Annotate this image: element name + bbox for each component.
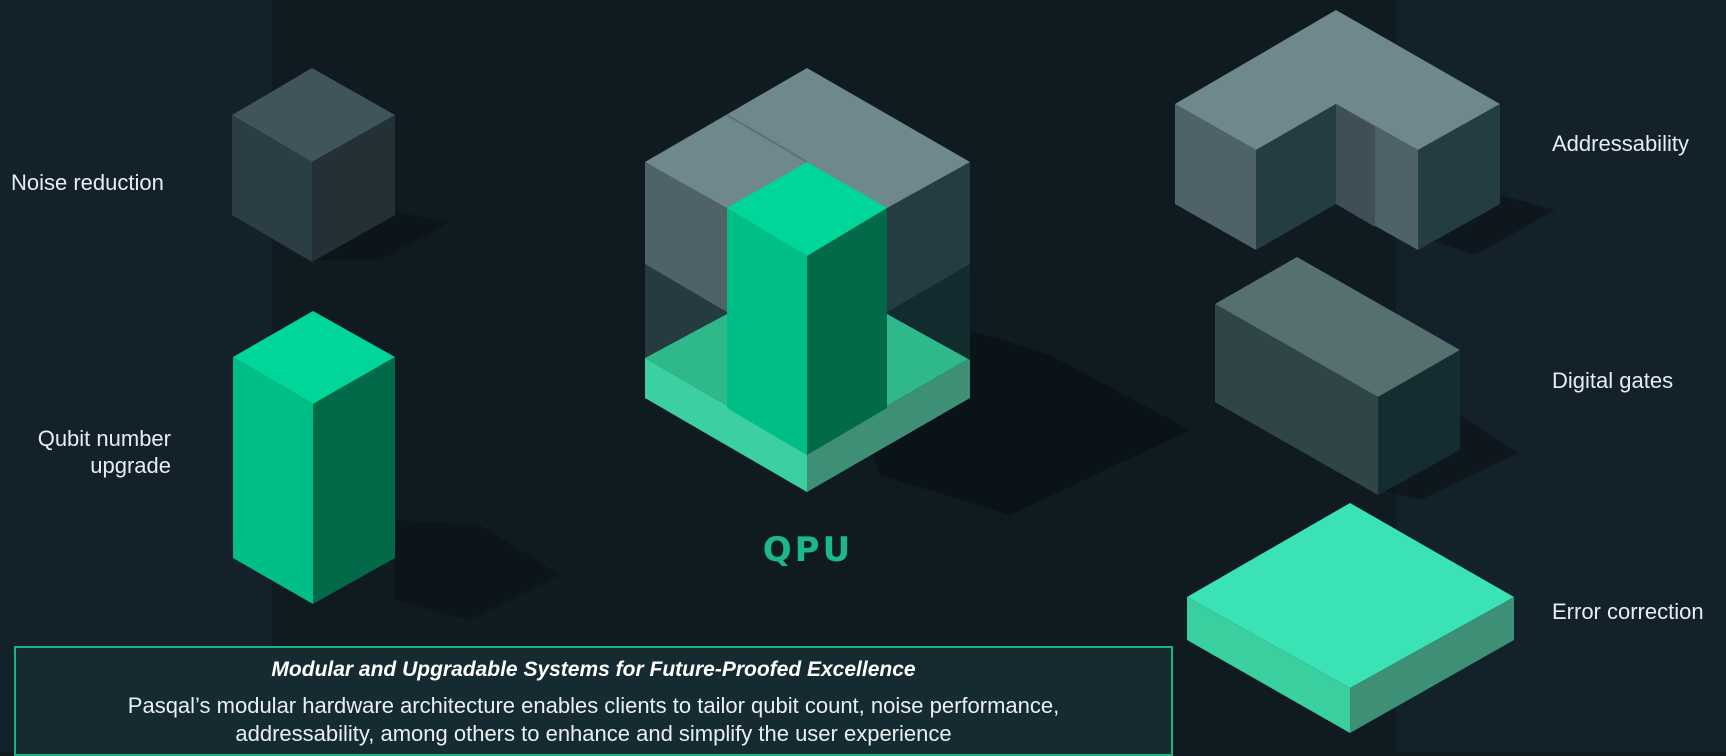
digital-gates-label: Digital gates [1552, 368, 1674, 393]
error-correction-module [1187, 503, 1514, 733]
qubit-upgrade-label-line1: Qubit number [37, 426, 171, 451]
qubit-upgrade-label-line2: upgrade [90, 453, 171, 478]
caption-body: Pasqal’s modular hardware architecture e… [16, 692, 1171, 748]
digital-gates-module [1215, 257, 1518, 500]
caption-body-line2: addressability, among others to enhance … [235, 721, 952, 746]
addressability-module [1175, 10, 1555, 255]
caption-box: Modular and Upgradable Systems for Futur… [14, 646, 1173, 756]
qubit-upgrade-module [233, 311, 560, 620]
addressability-label: Addressability [1552, 131, 1689, 156]
noise-reduction-label: Noise reduction [11, 170, 164, 195]
qpu-module [645, 68, 1190, 515]
caption-title: Modular and Upgradable Systems for Futur… [271, 658, 916, 681]
left-panel-background [0, 0, 272, 752]
noise-reduction-module [232, 68, 450, 262]
caption-body-line1: Pasqal’s modular hardware architecture e… [127, 693, 1060, 718]
qpu-label: QPU [762, 530, 854, 570]
error-correction-label: Error correction [1552, 599, 1704, 624]
